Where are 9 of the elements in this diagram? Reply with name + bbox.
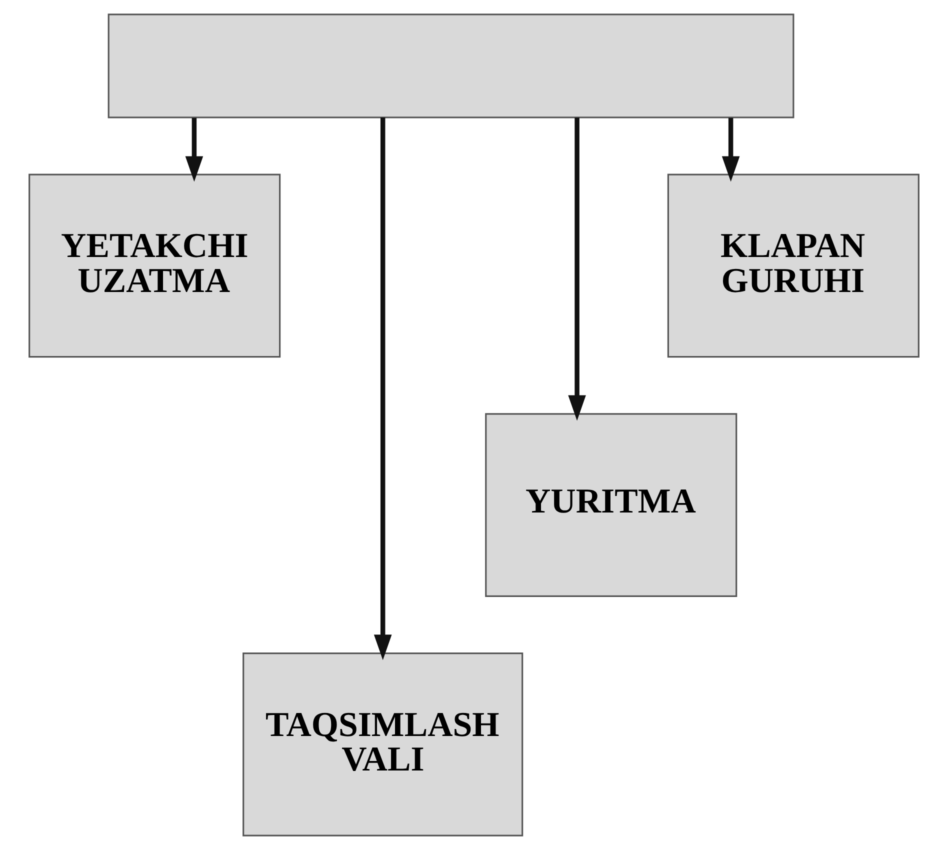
arrow <box>721 118 740 182</box>
node-box: TAQSIMLASH VALI <box>242 652 523 836</box>
arrow <box>373 118 392 660</box>
node-box <box>107 14 794 118</box>
node-box: YETAKCHI UZATMA <box>28 174 280 358</box>
arrow <box>568 118 586 421</box>
node-box: KLAPAN GURUHI <box>666 174 919 358</box>
arrow <box>184 118 203 182</box>
node-box: YURITMA <box>484 413 737 597</box>
